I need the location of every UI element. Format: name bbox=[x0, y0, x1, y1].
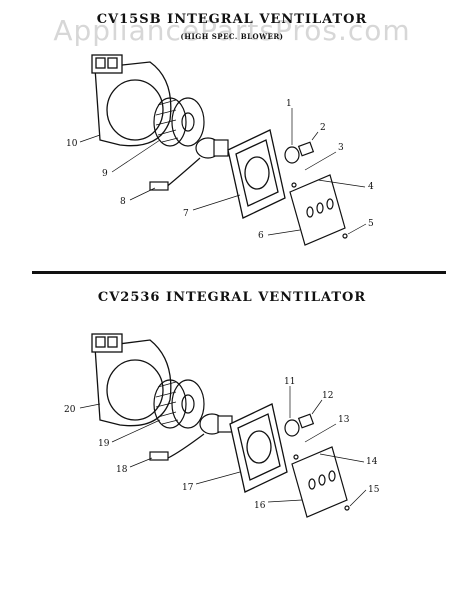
leader-lines bbox=[79, 108, 367, 236]
callout-18: 18 bbox=[116, 465, 128, 475]
callout-4: 4 bbox=[368, 182, 374, 192]
section-divider bbox=[32, 271, 446, 274]
motor bbox=[149, 413, 233, 461]
callout-5: 5 bbox=[368, 219, 374, 229]
callout-9: 9 bbox=[102, 169, 108, 179]
damper bbox=[284, 413, 315, 437]
callout-16: 16 bbox=[254, 501, 266, 511]
blower-wheel bbox=[153, 379, 205, 429]
callout-11: 11 bbox=[284, 377, 295, 387]
exploded-diagram-2: 11 12 13 14 15 16 17 18 19 20 bbox=[64, 333, 380, 518]
callout-14: 14 bbox=[366, 457, 378, 467]
section2-title: CV2536 INTEGRAL VENTILATOR bbox=[97, 290, 367, 305]
callout-1: 1 bbox=[286, 99, 292, 109]
callout-2: 2 bbox=[320, 123, 326, 133]
callout-20: 20 bbox=[64, 405, 76, 415]
callout-15: 15 bbox=[368, 485, 380, 495]
watermark: AppliancePartsPros.com bbox=[53, 14, 411, 47]
housing-part bbox=[91, 54, 172, 147]
leader-lines bbox=[79, 386, 367, 507]
damper bbox=[284, 141, 315, 164]
switch-plate bbox=[289, 174, 348, 246]
callout-19: 19 bbox=[98, 439, 110, 449]
mounting-frame bbox=[227, 129, 286, 219]
callout-12: 12 bbox=[322, 391, 333, 401]
mounting-frame bbox=[229, 403, 288, 493]
switch-plate bbox=[291, 446, 350, 518]
callout-17: 17 bbox=[182, 483, 194, 493]
housing-part bbox=[91, 333, 172, 427]
callout-3: 3 bbox=[338, 143, 344, 153]
section1-title: CV15SB INTEGRAL VENTILATOR bbox=[96, 12, 368, 27]
callout-7: 7 bbox=[183, 209, 189, 219]
section1-subtitle: (HIGH SPEC. BLOWER) bbox=[180, 32, 284, 41]
blower-wheel bbox=[153, 97, 205, 147]
exploded-diagram-1: 1 2 3 4 5 6 7 8 9 10 bbox=[66, 54, 374, 246]
callout-10: 10 bbox=[66, 139, 78, 149]
callout-13: 13 bbox=[338, 415, 350, 425]
callout-8: 8 bbox=[120, 197, 126, 207]
motor bbox=[149, 137, 229, 191]
callout-6: 6 bbox=[258, 231, 264, 241]
